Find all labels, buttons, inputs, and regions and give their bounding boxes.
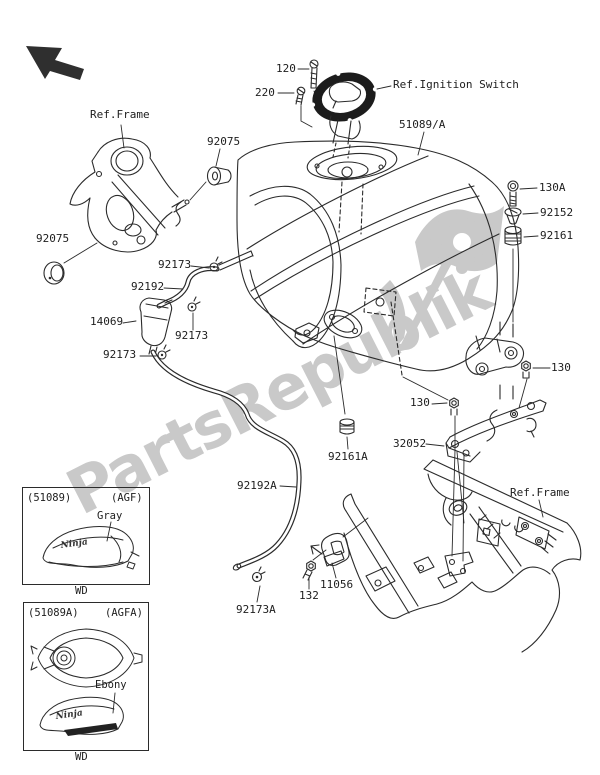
variant-paint-code: (AGF) <box>111 492 143 504</box>
label-130a: 130A <box>539 181 566 194</box>
label-92192: 92192 <box>131 280 165 293</box>
variant-color-name: Gray <box>97 510 123 522</box>
label-220: 220 <box>255 86 275 99</box>
label-130-mid: 130 <box>410 396 430 409</box>
svg-text:Ninja: Ninja <box>54 708 84 722</box>
label-92192a: 92192A <box>237 479 277 492</box>
tank-side-view-gray: Ninja <box>42 521 140 570</box>
label-92075-left: 92075 <box>36 232 70 245</box>
label-92173-3: 92173 <box>103 348 137 361</box>
variant-code: (51089) <box>27 492 72 504</box>
variant-box-51089: Ninja (51089) (AGF) Gray <box>22 487 150 585</box>
variant-code: (51089A) <box>28 607 79 619</box>
svg-text:Ninja: Ninja <box>59 537 89 551</box>
label-ref-ignition-switch: Ref.Ignition Switch <box>393 78 519 91</box>
grommet-92161a <box>333 335 355 435</box>
bracket-32052 <box>445 384 547 463</box>
label-ref-frame-top: Ref.Frame <box>90 108 150 121</box>
label-130-right: 130 <box>551 361 571 374</box>
clamp-92173-2 <box>187 296 201 312</box>
ref-frame-bottom-part <box>342 449 582 653</box>
clamp-92173-1 <box>209 256 223 272</box>
grommet-92161 <box>504 225 522 323</box>
label-120: 120 <box>276 62 296 75</box>
variant-box-51089a: Ninja (51089A) (AGFA) Ebony <box>23 602 149 751</box>
ignition-switch-cap <box>310 71 378 159</box>
direction-arrow-icon <box>26 46 84 80</box>
label-ref-frame-bottom: Ref.Frame <box>510 486 570 499</box>
variant-paint-code: (AGFA) <box>105 607 143 619</box>
variant-color-name: Ebony <box>95 679 127 691</box>
label-92161: 92161 <box>540 229 574 242</box>
label-92075-top: 92075 <box>207 135 241 148</box>
hose-92192a <box>150 349 302 571</box>
plug-92152 <box>504 207 522 225</box>
clamp-92173-3 <box>157 344 171 360</box>
label-92173-2: 92173 <box>175 329 209 342</box>
bracket-11056 <box>310 517 369 567</box>
ref-frame-top-part <box>63 137 207 264</box>
label-92173a: 92173A <box>236 603 276 616</box>
label-32052: 32052 <box>393 437 427 450</box>
variant-footer-wd-2: WD <box>75 751 88 763</box>
bolt-132 <box>302 549 327 581</box>
tank-views-ebony: Ninja <box>30 628 143 736</box>
damper-92075-top <box>206 166 232 186</box>
screw-220 <box>295 86 313 128</box>
hose-92192 <box>156 266 220 309</box>
label-11056: 11056 <box>320 578 354 591</box>
label-14069: 14069 <box>90 315 124 328</box>
label-92161a: 92161A <box>328 450 368 463</box>
clamp-92173a <box>251 566 266 583</box>
canister-14069 <box>139 297 173 356</box>
bolt-130a <box>507 180 519 207</box>
bolt-130-right <box>518 360 531 409</box>
fuel-tank <box>218 140 525 376</box>
label-51089-a: 51089/A <box>399 118 446 131</box>
leader-lines <box>120 68 551 603</box>
label-92173-1: 92173 <box>158 258 192 271</box>
label-92152: 92152 <box>540 206 574 219</box>
label-132: 132 <box>299 589 319 602</box>
variant-footer-wd-1: WD <box>75 585 88 597</box>
cap-92075-left <box>43 261 65 285</box>
